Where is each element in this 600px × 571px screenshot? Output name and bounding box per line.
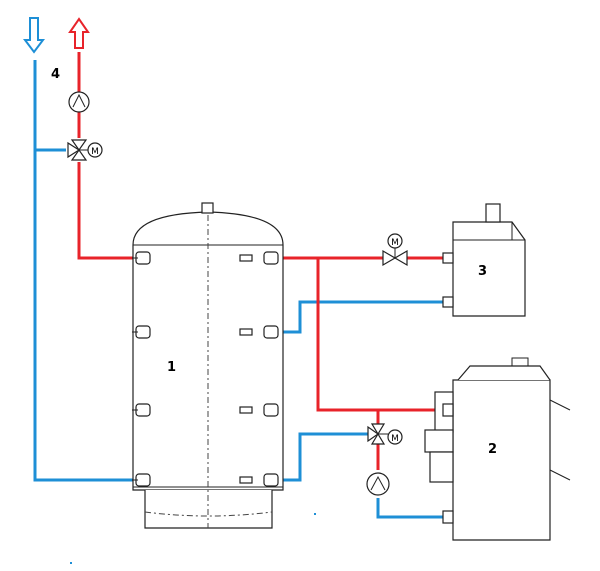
three-way-valve-icon: M	[367, 423, 403, 445]
heating-circuit-label: 4	[51, 67, 60, 82]
tank-label: 1	[167, 360, 176, 375]
tank-right-ports	[239, 251, 279, 487]
auxiliary-boiler: 3	[442, 203, 526, 317]
auxiliary-boiler-label: 3	[478, 264, 487, 279]
return-arrow-icon	[23, 17, 45, 54]
pump-icon	[366, 472, 390, 496]
valve-motor-label: M	[391, 238, 399, 248]
solid-fuel-boiler: 2	[424, 357, 571, 541]
supply-piping	[77, 52, 443, 470]
tank-left-ports	[132, 251, 151, 487]
valve-motor-label: M	[391, 434, 399, 444]
supply-arrow-icon	[68, 17, 90, 49]
return-piping	[33, 60, 443, 519]
stray-mark	[314, 513, 316, 515]
solid-fuel-boiler-label: 2	[488, 442, 497, 457]
valve-motor-label: M	[91, 147, 99, 157]
stray-mark	[70, 562, 72, 564]
pump-icon	[68, 91, 90, 113]
three-way-valve-icon: M	[67, 139, 103, 161]
storage-tank: 1	[132, 202, 284, 529]
motor-valve-icon: M	[382, 233, 408, 267]
